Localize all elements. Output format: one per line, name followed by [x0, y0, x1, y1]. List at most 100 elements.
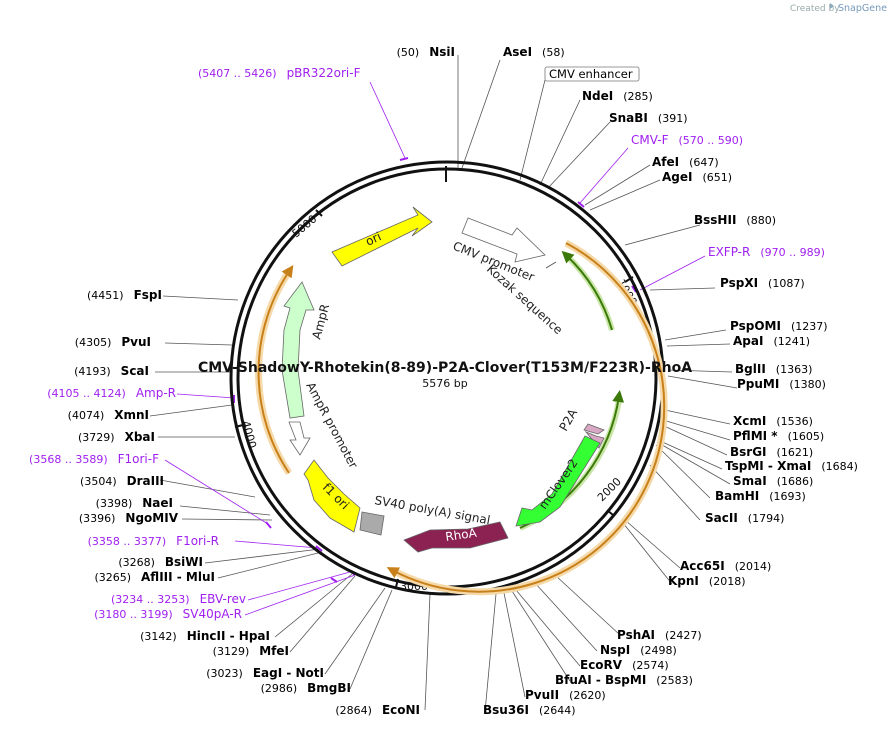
map-label: (4193)ScaI — [74, 364, 149, 378]
map-label: (2864) EcoNI — [335, 703, 420, 717]
cmv-promoter-arrow — [461, 217, 546, 263]
site-pos: (1693) — [769, 490, 806, 503]
site-name: EcoNI — [382, 703, 420, 717]
site-name: DraIII — [127, 474, 164, 488]
map-label: (3396)NgoMIV — [79, 511, 179, 525]
map-label: (4105 .. 4124) Amp-R — [47, 386, 176, 400]
primer-range: (3180 .. 3199) — [94, 608, 173, 621]
rhoa-feature-arrow — [403, 521, 509, 553]
site-name: XbaI — [125, 430, 155, 444]
site-name: NsiI — [429, 45, 455, 59]
map-label: (3023) EagI - NotI — [206, 666, 324, 680]
primer-range: (3358 .. 3377) — [88, 535, 167, 548]
site-name: BfuAI - BspMI — [555, 673, 646, 687]
site-name: BssHII — [694, 213, 736, 227]
map-label: SmaI(1686) — [733, 474, 813, 488]
site-pos: (1237) — [791, 320, 828, 333]
site-name: SacII — [705, 511, 738, 525]
map-label: (3568 .. 3589)F1ori-F — [29, 452, 159, 466]
sv40-polya-label: SV40 poly(A) signal — [373, 493, 491, 527]
map-label: PflMI *(1605) — [733, 429, 824, 443]
map-label: (3358 .. 3377) F1ori-R — [88, 534, 219, 548]
site-pos: (1621) — [777, 446, 814, 459]
map-label: NdeI(285) — [582, 89, 653, 103]
site-pos: (58) — [542, 46, 565, 59]
primer-labels: (5407 .. 5426)pBR322ori-F CMV-F(570 .. 5… — [29, 66, 825, 621]
mclover2-feature-arrow — [515, 435, 601, 527]
map-label: SnaBI(391) — [609, 111, 688, 125]
site-name: PspXI — [720, 276, 758, 290]
site-name: BsrGI — [730, 445, 767, 459]
rhoa-label: RhoA — [444, 526, 478, 544]
map-label: PvuII(2620) — [525, 688, 606, 702]
site-pos: (2498) — [640, 644, 677, 657]
p2a-label: P2A — [556, 406, 580, 434]
map-label: EXFP-R(970 .. 989) — [708, 245, 825, 259]
primer-range: (3568 .. 3589) — [29, 453, 108, 466]
site-name: BsiWI — [165, 555, 203, 569]
site-name: BglII — [735, 362, 766, 376]
left-site-labels: (50)NsiI (4451)FspI (4305)PvuI (4193)Sca… — [68, 45, 455, 717]
site-name: MfeI — [259, 644, 289, 658]
map-label: BfuAI - BspMI(2583) — [555, 673, 693, 687]
site-name: AflIII - MluI — [141, 570, 215, 584]
map-label: (3265)AflIII - MluI — [94, 570, 215, 584]
ampr-promoter-label: AmpR promoter — [303, 380, 360, 471]
orf-green-arc-1 — [561, 250, 613, 331]
map-label: (50) NsiI — [397, 45, 455, 59]
site-pos: (1686) — [777, 475, 814, 488]
site-name: EagI - NotI — [253, 666, 324, 680]
site-pos: (4305) — [75, 336, 112, 349]
primer-name: Amp-R — [136, 386, 176, 400]
cmv-enhancer-label: CMV enhancer — [549, 67, 633, 81]
site-pos: (1380) — [789, 378, 826, 391]
f1-ori-feature-arrow — [303, 459, 361, 533]
site-pos: (3504) — [80, 475, 117, 488]
kozak-mark — [545, 261, 557, 269]
site-name: Bsu36I — [483, 703, 529, 717]
site-pos: (50) — [397, 46, 420, 59]
site-pos: (3142) — [140, 630, 177, 643]
orf-arc-ampr — [257, 265, 294, 474]
primer-range: (4105 .. 4124) — [47, 387, 126, 400]
map-label: XcmI(1536) — [733, 414, 813, 428]
site-name: SnaBI — [609, 111, 648, 125]
site-pos: (2620) — [569, 689, 606, 702]
site-pos: (2864) — [335, 704, 372, 717]
map-label: (3142)HincII - HpaI — [140, 629, 270, 643]
site-name: PshAI — [617, 628, 655, 642]
site-name: Acc65I — [680, 559, 725, 573]
map-label: (3504) DraIII — [80, 474, 164, 488]
site-pos: (3023) — [206, 667, 243, 680]
site-pos: (4074) — [68, 409, 105, 422]
map-label: KpnI(2018) — [668, 574, 745, 588]
orf-arc-main — [386, 242, 666, 593]
ori-feature-arrow — [331, 206, 433, 267]
snapgene-logo-text: SnapGene — [838, 3, 887, 14]
map-label: NspI(2498) — [600, 643, 677, 657]
site-name: FspI — [134, 288, 162, 302]
site-pos: (1684) — [821, 460, 858, 473]
primer-name: pBR322ori-F — [287, 66, 361, 80]
site-pos: (1536) — [776, 415, 813, 428]
map-label: (2986)BmgBI — [261, 681, 351, 695]
map-label: (3268)BsiWI — [118, 555, 203, 569]
created-by-label: Created by — [790, 4, 840, 14]
map-label: (3129)MfeI — [213, 644, 289, 658]
site-pos: (3398) — [96, 497, 133, 510]
snapgene-logo-icon — [830, 3, 834, 9]
site-name: KpnI — [668, 574, 699, 588]
map-label: BglII(1363) — [735, 362, 812, 376]
primer-name: SV40pA-R — [183, 607, 242, 621]
site-pos: (4451) — [87, 289, 124, 302]
map-label: AseI(58) — [503, 45, 565, 59]
site-pos: (2644) — [539, 704, 576, 717]
site-pos: (1241) — [773, 335, 810, 348]
site-name: PflMI * — [733, 429, 778, 443]
primer-name: F1ori-R — [176, 534, 219, 548]
map-label: PpuMI(1380) — [737, 377, 826, 391]
map-label: BsrGI (1621) — [730, 445, 813, 459]
site-pos: (3729) — [78, 431, 115, 444]
primer-range: (5407 .. 5426) — [198, 67, 277, 80]
